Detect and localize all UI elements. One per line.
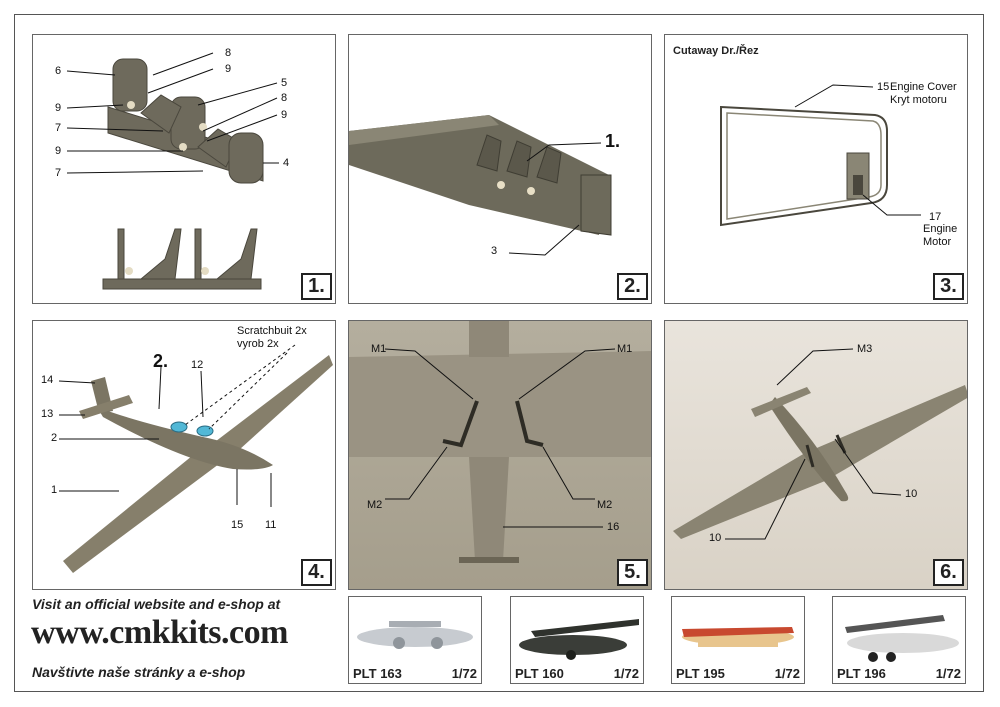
callout-label: 2 [51, 432, 58, 444]
callout-label: 4 [283, 157, 290, 169]
step-number: 4. [301, 559, 332, 586]
callout-label: Engine [923, 223, 958, 235]
step-number: 1. [301, 273, 332, 300]
kit-aircraft-image [519, 619, 639, 660]
fuselage-interior-photo [349, 115, 612, 256]
callout-label: Scratchbuit 2x [237, 325, 307, 337]
step-4-panel: Scratchbuit 2x vyrob 2x 2. 12 14 13 2 1 … [32, 320, 336, 590]
instruction-sheet [14, 14, 984, 692]
callout-label: M3 [857, 343, 873, 355]
step-number: 3. [933, 273, 964, 300]
callout-label: 9 [55, 145, 62, 157]
kit-scale: 1/72 [451, 666, 477, 681]
kit-code: PLT 195 [676, 666, 725, 681]
callout-label: 9 [281, 109, 288, 121]
aircraft-overview-drawing [58, 344, 333, 573]
kit-aircraft-image [357, 621, 473, 649]
callout-label: 8 [225, 47, 232, 59]
callout-label: 16 [607, 521, 620, 533]
callout-label: M2 [367, 499, 383, 511]
website-link[interactable]: www.cmkkits.com [31, 614, 288, 651]
callout-step-ref: 1. [605, 131, 621, 151]
kit-code: PLT 196 [837, 666, 886, 681]
kit-card-plt163[interactable]: PLT 163 1/72 [348, 596, 482, 684]
kit-card-plt196[interactable]: PLT 196 1/72 [832, 596, 966, 684]
step-2-panel: 1. 3 2. [348, 34, 652, 304]
callout-label: 3 [491, 245, 498, 257]
kit-code: PLT 163 [353, 666, 402, 681]
completed-model-photo [673, 348, 967, 540]
callout-label: 8 [281, 92, 288, 104]
step-1-panel: 8 9 5 8 9 6 9 7 9 7 4 1. [32, 34, 336, 304]
callout-label: 9 [225, 63, 232, 75]
callout-step-ref: 2. [153, 351, 169, 371]
callout-label: 7 [55, 167, 62, 179]
callout-label: M2 [597, 499, 613, 511]
callout-label: Kryt motoru [890, 94, 947, 106]
step-number: 2. [617, 273, 648, 300]
callout-label: 15 [231, 519, 244, 531]
callout-label: 6 [55, 65, 62, 77]
callout-label: 13 [41, 408, 54, 420]
step-5-panel: M1 M1 M2 M2 16 5. [348, 320, 652, 590]
kit-scale: 1/72 [774, 666, 800, 681]
callout-label: 11 [265, 519, 277, 531]
callout-label: 1 [51, 484, 58, 496]
engine-cutaway-diagram [720, 84, 921, 227]
step-number: 5. [617, 559, 648, 586]
kit-scale: 1/72 [613, 666, 639, 681]
step-6-panel: M3 10 10 6. [664, 320, 968, 590]
kit-card-plt195[interactable]: PLT 195 1/72 [671, 596, 805, 684]
callout-label: Motor [923, 236, 952, 248]
kit-aircraft-image [682, 627, 794, 647]
kit-scale: 1/72 [935, 666, 961, 681]
callout-label: 7 [55, 122, 62, 134]
callout-label: 15 [877, 81, 890, 93]
seat-parts-illustration [66, 52, 279, 290]
callout-label: vyrob 2x [237, 338, 279, 350]
visit-text-cz: Navštivte naše stránky a e-shop [32, 664, 246, 680]
callout-label: 9 [55, 102, 62, 114]
callout-label: 17 [929, 211, 942, 223]
callout-label: Engine Cover [890, 81, 957, 93]
callout-label: 14 [41, 374, 54, 386]
callout-label: 5 [281, 77, 288, 89]
callout-label: M1 [617, 343, 633, 355]
visit-text-en: Visit an official website and e-shop at [32, 596, 281, 612]
step-number: 6. [933, 559, 964, 586]
kit-aircraft-image [845, 615, 959, 662]
cutaway-title: Cutaway Dr./Řez [673, 45, 759, 57]
callout-label: 10 [709, 532, 722, 544]
landing-gear-underside-photo [349, 321, 651, 563]
callout-label: 10 [905, 488, 918, 500]
kit-card-plt160[interactable]: PLT 160 1/72 [510, 596, 644, 684]
kit-code: PLT 160 [515, 666, 564, 681]
step-3-panel: Cutaway Dr./Řez 15 Engine Cover Kryt mot… [664, 34, 968, 304]
callout-label: M1 [371, 343, 387, 355]
callout-label: 12 [191, 359, 204, 371]
